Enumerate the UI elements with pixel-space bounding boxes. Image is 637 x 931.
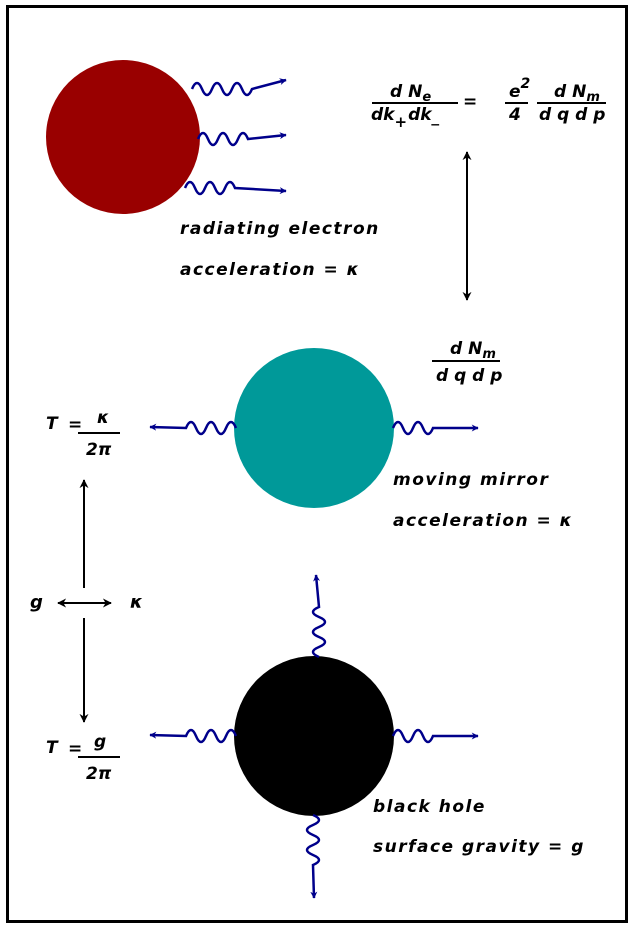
mirror-photon-right: [391, 420, 479, 436]
electron-photon-3: [183, 180, 287, 196]
temp-top-lhs: T: [46, 414, 59, 434]
electron-caption-line1: radiating electron: [180, 219, 380, 239]
electron-circle: [46, 60, 200, 214]
black-hole-photon-right: [391, 728, 479, 744]
mirror-spectrum-denominator: d q d p: [436, 366, 502, 386]
equivalence-equation: d Ne dk+dk_ = e2 4 d Nm d q d p: [371, 76, 606, 131]
mirror-caption-line2: acceleration = κ: [393, 511, 573, 531]
black-hole-photon-left: [149, 728, 238, 744]
temp-bottom-eq: =: [68, 739, 82, 759]
black-hole-photons: [149, 574, 479, 899]
eq-lhs-numerator: d Ne: [390, 82, 431, 105]
relation-g: g: [30, 592, 43, 613]
figure-frame: [6, 5, 628, 923]
relation-kappa: κ: [130, 592, 143, 613]
black-hole-circle: [234, 656, 394, 816]
eq-rhs-numerator: d Nm: [554, 82, 600, 105]
electron-photon-2: [196, 131, 287, 147]
electron-photon-1: [190, 78, 287, 97]
electron-photons: [183, 78, 287, 196]
mirror-circle: [234, 348, 394, 508]
black-hole-caption-line1: black hole: [373, 797, 486, 817]
electron-caption-line2: acceleration = κ: [180, 260, 360, 280]
eq-equals: =: [463, 92, 477, 112]
mirror-photon-left: [149, 420, 238, 436]
eq-rhs-denominator: d q d p: [539, 105, 605, 125]
eq-coef-numerator: e2: [509, 76, 530, 102]
temperature-bottom: T = g 2π: [46, 732, 120, 784]
mirror-photons: [149, 420, 479, 436]
mirror-spectrum-numerator: d Nm: [450, 339, 496, 362]
temp-top-den: 2π: [86, 440, 112, 460]
black-hole-photon-down: [305, 813, 321, 899]
temp-bottom-den: 2π: [86, 764, 112, 784]
eq-coef-denominator: 4: [508, 105, 521, 125]
mirror-caption-line1: moving mirror: [393, 470, 549, 490]
temp-top-eq: =: [68, 415, 82, 435]
temp-top-num: κ: [97, 408, 109, 428]
temp-bottom-num: g: [94, 732, 106, 752]
black-hole-photon-up: [311, 574, 327, 659]
eq-lhs-denominator: dk+dk_: [371, 105, 440, 131]
temperature-top: T = κ 2π: [46, 408, 120, 460]
temp-bottom-lhs: T: [46, 738, 59, 758]
black-hole-caption-line2: surface gravity = g: [373, 837, 585, 857]
